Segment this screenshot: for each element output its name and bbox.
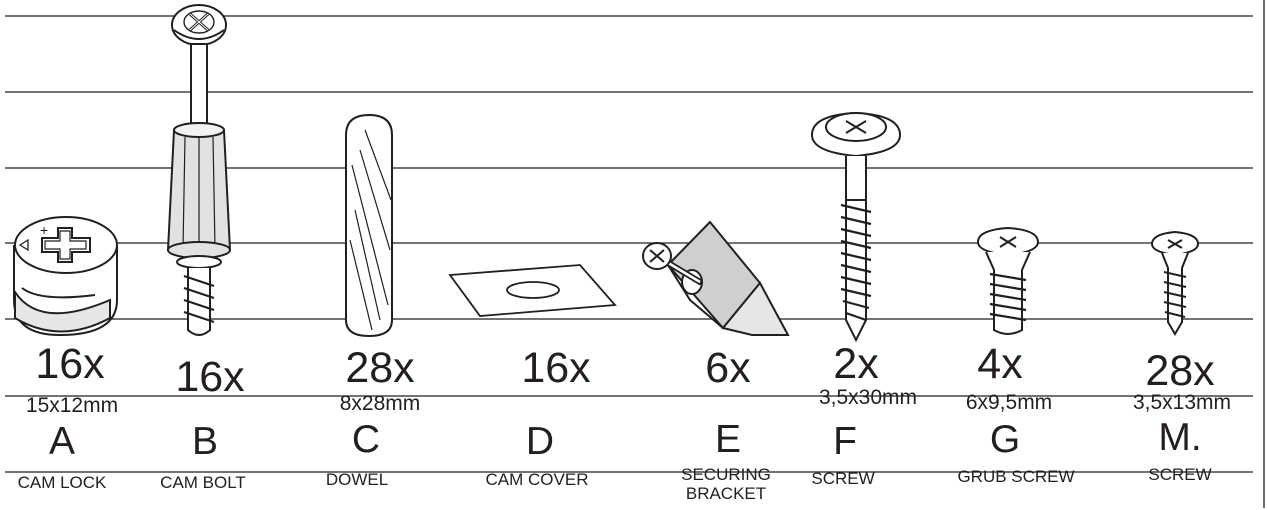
part-a-size: 15x12mm — [25, 394, 119, 417]
part-m-letter: M. — [1158, 416, 1202, 459]
cam-bolt-icon — [166, 4, 232, 336]
part-f-name: SCREW — [811, 469, 875, 488]
part-b-name: CAM BOLT — [160, 473, 246, 492]
part-a-letter: A — [48, 420, 76, 463]
part-f-size: 3,5x30mm — [818, 386, 918, 409]
dowel-icon — [345, 113, 393, 338]
part-a-quantity: 16x — [35, 340, 105, 388]
part-c-letter: C — [351, 418, 381, 461]
part-f-quantity: 2x — [833, 340, 879, 388]
part-g-name: GRUB SCREW — [957, 467, 1075, 486]
securing-bracket-icon — [642, 220, 790, 336]
part-f-letter: F — [833, 420, 857, 463]
svg-text:+: + — [40, 222, 48, 238]
part-c-name: DOWEL — [325, 470, 389, 489]
part-e-letter: E — [714, 418, 742, 461]
part-a-name: CAM LOCK — [17, 473, 107, 492]
part-g-size: 6x9,5mm — [965, 391, 1053, 414]
part-m-quantity: 28x — [1145, 347, 1215, 395]
screw-icon — [810, 111, 902, 343]
part-c-quantity: 28x — [345, 344, 415, 392]
grub-screw-icon — [976, 226, 1040, 335]
part-d-quantity: 16x — [521, 344, 591, 392]
part-b-letter: B — [191, 420, 219, 463]
part-d-name: CAM COVER — [485, 470, 589, 489]
cam-cover-icon — [448, 264, 617, 317]
part-g-quantity: 4x — [977, 340, 1023, 388]
part-m-name: SCREW — [1148, 465, 1212, 484]
part-b-quantity: 16x — [175, 353, 245, 401]
part-c-size: 8x28mm — [339, 392, 421, 415]
part-d-letter: D — [525, 420, 555, 463]
part-m-size: 3,5x13mm — [1132, 391, 1232, 414]
part-e-quantity: 6x — [705, 344, 751, 392]
cam-lock-icon: + — [13, 216, 118, 337]
small-screw-icon — [1150, 230, 1200, 336]
part-g-letter: G — [989, 418, 1021, 461]
